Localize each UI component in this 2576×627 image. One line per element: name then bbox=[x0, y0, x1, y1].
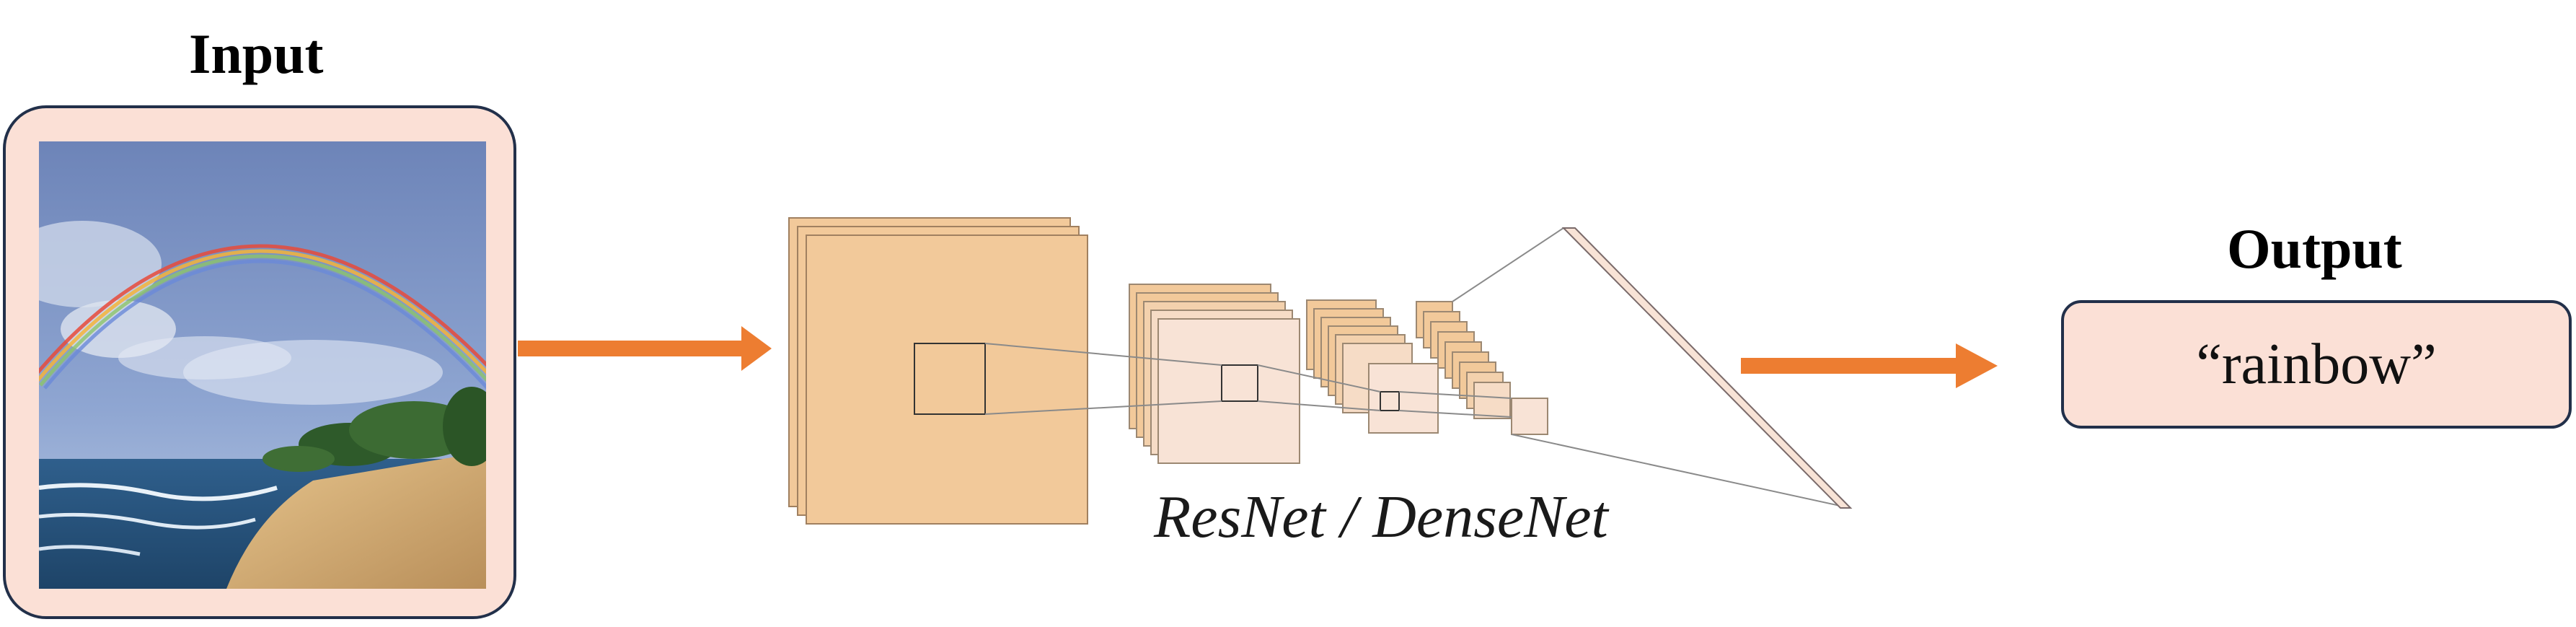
input-image-frame bbox=[3, 105, 516, 619]
output-box: “rainbow” bbox=[2061, 300, 2572, 429]
feature-map-stack-1 bbox=[788, 217, 1088, 525]
input-arrow bbox=[518, 326, 772, 371]
architecture-label: ResNet / DenseNet bbox=[1154, 483, 1608, 551]
output-value: “rainbow” bbox=[2196, 332, 2437, 396]
output-arrow bbox=[1741, 343, 1998, 388]
input-title: Input bbox=[189, 22, 324, 85]
feature-map-stack-2 bbox=[1129, 284, 1300, 464]
feature-map-stack-4 bbox=[1416, 301, 1548, 435]
fully-connected-layer bbox=[1561, 227, 1853, 509]
rainbow-beach-photo bbox=[39, 141, 486, 589]
connection-lines bbox=[984, 227, 1844, 507]
output-title: Output bbox=[2227, 217, 2402, 280]
feature-map-stack-3 bbox=[1306, 299, 1439, 434]
